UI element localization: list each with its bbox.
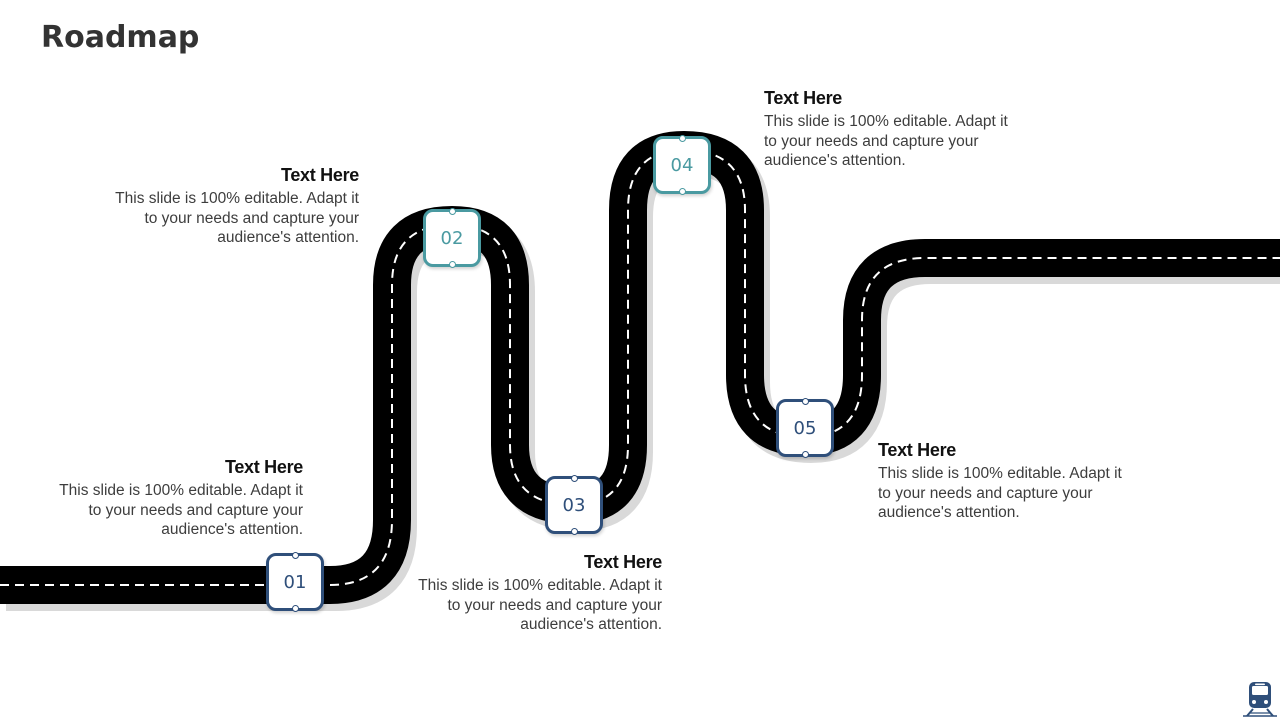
milestone-heading: Text Here bbox=[280, 165, 359, 185]
milestone-body: This slide is 100% editable. Adapt it to… bbox=[59, 482, 303, 538]
milestone-number: 04 bbox=[670, 154, 694, 176]
milestone-text-01: Text Here This slide is 100% editable. A… bbox=[48, 457, 303, 540]
milestone-body: This slide is 100% editable. Adapt it to… bbox=[115, 190, 359, 246]
milestone-marker-05: 05 bbox=[776, 398, 834, 458]
milestone-marker-02: 02 bbox=[423, 208, 481, 268]
milestone-text-04: Text Here This slide is 100% editable. A… bbox=[764, 88, 1019, 171]
milestone-marker-01: 01 bbox=[266, 552, 324, 612]
milestone-heading: Text Here bbox=[224, 457, 303, 477]
milestone-marker-03: 03 bbox=[545, 475, 603, 535]
train-icon bbox=[1243, 682, 1277, 717]
milestone-heading: Text Here bbox=[878, 440, 957, 460]
road-center-line bbox=[0, 148, 1280, 586]
milestone-number: 05 bbox=[793, 417, 817, 439]
milestone-heading: Text Here bbox=[764, 88, 843, 108]
milestone-number: 02 bbox=[440, 227, 464, 249]
milestone-text-05: Text Here This slide is 100% editable. A… bbox=[878, 440, 1133, 523]
milestone-body: This slide is 100% editable. Adapt it to… bbox=[878, 465, 1122, 521]
milestone-number: 03 bbox=[562, 494, 586, 516]
milestone-body: This slide is 100% editable. Adapt it to… bbox=[418, 577, 662, 633]
slide-title: Roadmap bbox=[41, 20, 200, 55]
milestone-text-02: Text Here This slide is 100% editable. A… bbox=[104, 165, 359, 248]
milestone-marker-04: 04 bbox=[653, 135, 711, 195]
milestone-heading: Text Here bbox=[583, 552, 662, 572]
milestone-body: This slide is 100% editable. Adapt it to… bbox=[764, 113, 1008, 169]
milestone-text-03: Text Here This slide is 100% editable. A… bbox=[407, 552, 662, 635]
milestone-number: 01 bbox=[283, 571, 307, 593]
